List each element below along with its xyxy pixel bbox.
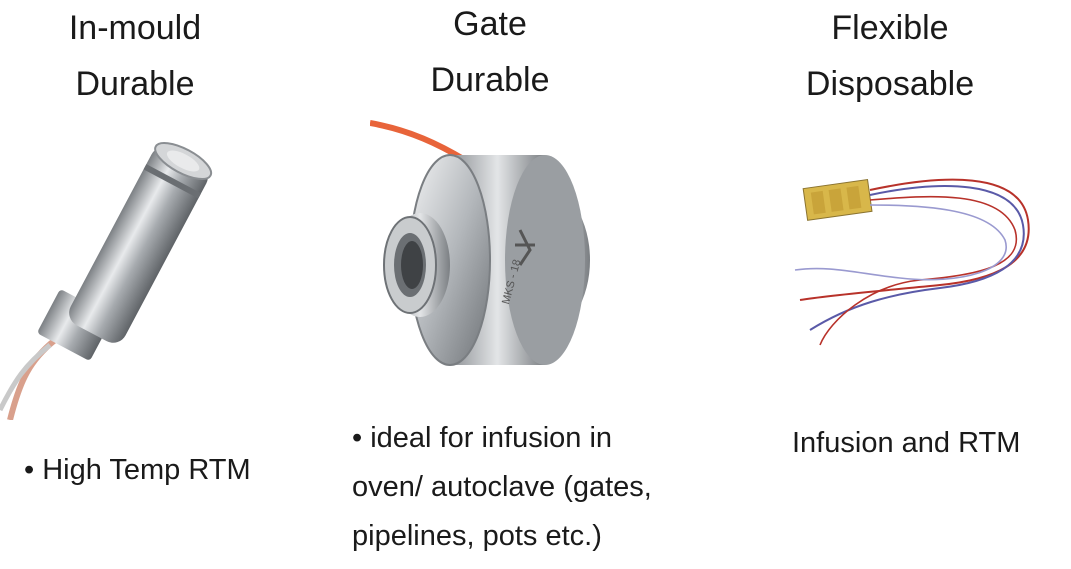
column-gate: Gate Durable MKS - [330, 0, 710, 569]
description-line-2: oven/ autoclave (gates, [352, 471, 652, 503]
column-description: Infusion and RTM [792, 427, 1021, 459]
cylindrical-sensor-probe-icon [0, 142, 213, 420]
column-flexible: Flexible Disposable Infusion and RTM [770, 0, 1070, 569]
heading-line-1: Flexible [831, 9, 949, 47]
column-heading: Gate Durable [380, 0, 600, 108]
heading-line-1: Gate [453, 5, 527, 43]
column-heading: Flexible Disposable [780, 0, 1000, 112]
flexible-sensor-with-wires-icon [794, 178, 1030, 346]
column-in-mould: In-mould Durable • High Temp RTM [0, 0, 300, 569]
column-description: • ideal for infusion in oven/ autoclave … [352, 414, 712, 561]
description-line-1: • ideal for infusion in [352, 422, 613, 454]
heading-line-1: In-mould [68, 9, 202, 47]
heading-line-2: Disposable [805, 65, 975, 103]
heading-line-2: Durable [75, 65, 195, 103]
gate-sensor-ring-icon: MKS - 18 [370, 120, 590, 366]
description-line-3: pipelines, pots etc.) [352, 520, 602, 552]
heading-line-2: Durable [430, 61, 550, 99]
column-heading: In-mould Durable [30, 0, 240, 112]
column-description: • High Temp RTM [24, 454, 251, 486]
